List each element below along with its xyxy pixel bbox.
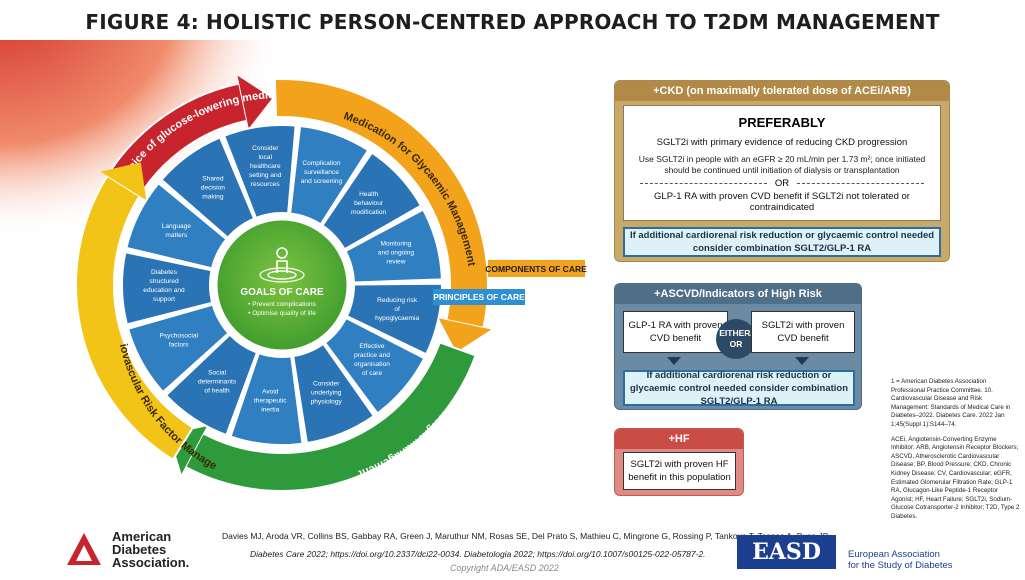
care-segment xyxy=(344,208,443,284)
easd-name: European Association for the Study of Di… xyxy=(848,549,953,571)
care-segment xyxy=(121,251,214,326)
ada-line3: Association. xyxy=(112,555,190,570)
arc-arrowhead-icon xyxy=(438,318,492,353)
ckd-egfr-note: Use SGLT2i in people with an eGFR ≥ 20 m… xyxy=(638,154,926,175)
care-segment xyxy=(229,351,304,446)
hf-recommendation-box: SGLT2i with proven HF benefit in this po… xyxy=(623,452,736,490)
ring-icon xyxy=(267,270,297,280)
ascvd-glp1-box: GLP-1 RA with proven CVD benefit xyxy=(623,311,728,353)
or-label-ascvd: OR xyxy=(729,339,743,349)
care-segment xyxy=(164,333,259,437)
care-segment xyxy=(222,124,297,220)
care-segment xyxy=(126,303,230,394)
hf-header: +HF xyxy=(615,429,743,449)
components-label-bg xyxy=(488,260,585,277)
ckd-header: +CKD (on maximally tolerated dose of ACE… xyxy=(615,81,949,101)
abbreviations-note: ACEi, Angiotensin-Converting Enzyme Inhi… xyxy=(891,435,1020,520)
copyright-text: Copyright ADA/EASD 2022 xyxy=(450,563,559,573)
care-segment xyxy=(125,181,228,270)
principles-label-bg xyxy=(433,289,525,305)
person-head-icon xyxy=(276,247,288,259)
person-body-icon xyxy=(276,260,288,273)
or-label: OR xyxy=(774,178,790,189)
hf-panel: +HF SGLT2i with proven HF benefit in thi… xyxy=(614,428,744,496)
care-segment xyxy=(321,151,423,251)
goals-of-care-circle xyxy=(214,217,350,353)
outer-arc-3 xyxy=(75,174,195,462)
ascvd-header: +ASCVD/Indicators of High Risk xyxy=(615,284,861,304)
goal-item: • Optimise quality of life xyxy=(248,310,316,317)
either-label: EITHER/ xyxy=(719,328,753,338)
easd-line1: European Association xyxy=(848,549,940,560)
easd-logo: EASD xyxy=(737,535,836,569)
principles-label: PRINCIPLES OF CARE xyxy=(433,292,525,302)
care-wheel-diagram: Cardiorenal Protection - choice of gluco… xyxy=(0,40,587,492)
ascvd-sglt2-box: SGLT2i with proven CVD benefit xyxy=(751,311,855,353)
outer-arc-2 xyxy=(183,341,477,492)
care-segment xyxy=(160,136,256,240)
goal-item: • Prevent complications xyxy=(248,301,316,308)
footnotes: 1 = American Diabetes Association Profes… xyxy=(891,378,1021,528)
preferably-label: PREFERABLY xyxy=(738,115,826,130)
ada-line2: Diabetes xyxy=(112,542,167,557)
ascvd-combination-box: If additional cardiorenal risk reduction… xyxy=(623,370,855,407)
down-arrow-icon xyxy=(667,357,681,365)
either-or-badge: EITHER/ OR xyxy=(716,319,756,359)
care-segment xyxy=(323,316,426,415)
ckd-combination-box: If additional cardiorenal risk reduction… xyxy=(623,227,941,257)
care-segment xyxy=(292,342,376,445)
arc-arrowhead-icon xyxy=(100,162,147,201)
ckd-primary-line: SGLT2i with primary evidence of reducing… xyxy=(656,137,908,148)
figure-title: FIGURE 4: HOLISTIC PERSON-CENTRED APPROA… xyxy=(85,10,940,34)
down-arrow-icon xyxy=(795,357,809,365)
easd-line2: for the Study of Diabetes xyxy=(848,560,953,571)
arc-arrowhead-icon xyxy=(237,75,273,129)
ckd-panel: +CKD (on maximally tolerated dose of ACE… xyxy=(614,80,950,262)
goals-title: GOALS OF CARE xyxy=(240,287,324,298)
components-label: COMPONENTS OF CARE xyxy=(485,264,587,274)
journal-citation: Diabetes Care 2022; https://doi.org/10.2… xyxy=(250,549,706,559)
or-divider: OR xyxy=(632,178,932,189)
ckd-recommendation-box: PREFERABLY SGLT2i with primary evidence … xyxy=(623,105,941,221)
reference-note: 1 = American Diabetes Association Profes… xyxy=(891,378,1011,428)
ada-logo-text: American Diabetes Association. xyxy=(112,530,189,569)
author-citation: Davies MJ, Aroda VR, Collins BS, Gabbay … xyxy=(222,531,829,541)
care-segment xyxy=(289,124,370,226)
ckd-alternative-line: GLP-1 RA with proven CVD benefit if SGLT… xyxy=(654,191,910,213)
ascvd-panel: +ASCVD/Indicators of High Risk GLP-1 RA … xyxy=(614,283,862,410)
ring-icon xyxy=(259,267,305,283)
ada-line1: American xyxy=(112,529,172,544)
ada-triangle-logo-icon xyxy=(67,533,101,565)
